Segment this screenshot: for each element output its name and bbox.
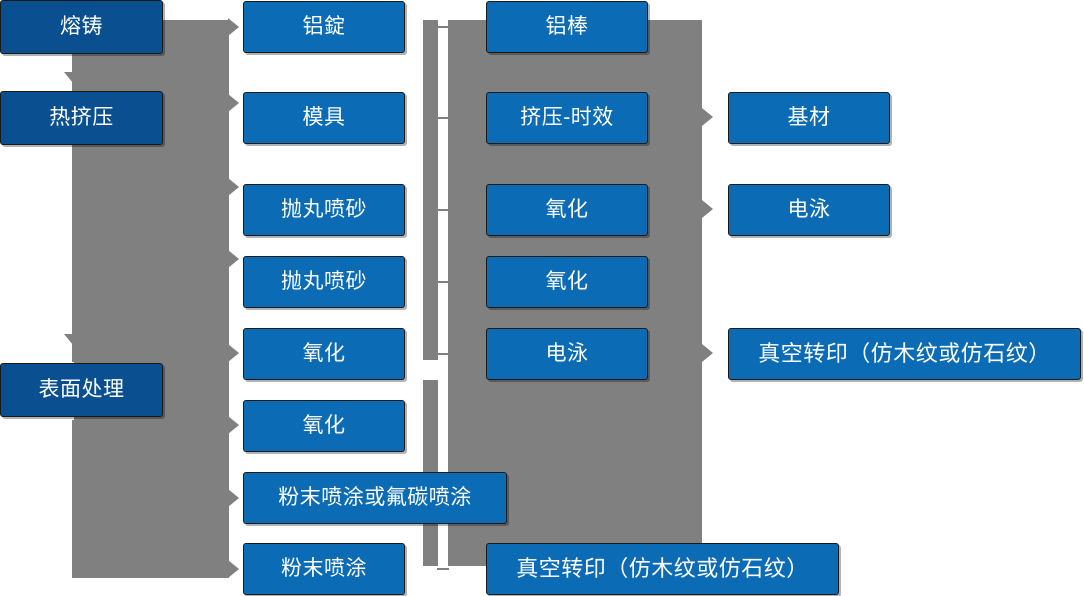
output-label-electrophoresis: 电泳 xyxy=(787,198,831,222)
stage-label-hot-extrude: 热挤压 xyxy=(49,106,114,130)
process-box-vacuum-transfer[interactable]: 真空转印（仿木纹或仿石纹） xyxy=(486,543,839,595)
input-label-powder-or-fluorocarbon: 粉末喷涂或氟碳喷涂 xyxy=(278,486,472,510)
process-box-al-bar[interactable]: 铝棒 xyxy=(486,1,648,53)
arrow-to-output-vacuum xyxy=(702,344,713,362)
arrow-to-output-base xyxy=(702,108,713,126)
arrow-to-input-6 xyxy=(228,416,239,434)
input-box-oxidation-2[interactable]: 氧化 xyxy=(243,400,405,452)
process-label-electrophoresis: 电泳 xyxy=(545,342,589,366)
output-box-electrophoresis[interactable]: 电泳 xyxy=(728,184,890,236)
input-box-powder-or-fluorocarbon[interactable]: 粉末喷涂或氟碳喷涂 xyxy=(243,472,507,524)
process-box-electrophoresis[interactable]: 电泳 xyxy=(486,328,648,380)
input-box-mold[interactable]: 模具 xyxy=(243,92,405,144)
output-label-vacuum-transfer: 真空转印（仿木纹或仿石纹） xyxy=(758,340,1051,366)
input-process-link-5 xyxy=(437,353,449,355)
input-label-shot-blast-1: 抛丸喷砂 xyxy=(281,198,367,222)
process-label-oxidation-1: 氧化 xyxy=(545,198,589,222)
stage-box-surface-treatment[interactable]: 表面处理 xyxy=(0,363,163,417)
arrow-to-input-5 xyxy=(228,344,239,362)
input-label-powder-coating: 粉末喷涂 xyxy=(281,557,367,581)
stage-label-melt-cast: 熔铸 xyxy=(60,15,103,39)
arrow-stage-melt-to-extrude xyxy=(64,72,82,83)
process-box-oxidation-1[interactable]: 氧化 xyxy=(486,184,648,236)
input-label-mold: 模具 xyxy=(302,106,346,130)
stage-box-melt-cast[interactable]: 熔铸 xyxy=(0,0,163,54)
input-box-al-ingot[interactable]: 铝錠 xyxy=(243,1,405,53)
input-process-link-3 xyxy=(437,209,449,211)
arrow-stage-extrude-to-surface xyxy=(64,334,82,345)
arrow-to-input-3 xyxy=(228,178,239,196)
input-label-shot-blast-2: 抛丸喷砂 xyxy=(281,270,367,294)
arrow-to-input-8 xyxy=(228,560,239,578)
input-to-process-spine xyxy=(423,20,438,360)
input-box-shot-blast-1[interactable]: 抛丸喷砂 xyxy=(243,184,405,236)
input-process-link-1 xyxy=(437,26,449,28)
arrow-to-input-1 xyxy=(228,18,239,36)
stage-box-hot-extrude[interactable]: 热挤压 xyxy=(0,91,163,145)
input-box-powder-coating[interactable]: 粉末喷涂 xyxy=(243,543,405,595)
input-label-oxidation-2: 氧化 xyxy=(302,414,346,438)
input-label-al-ingot: 铝錠 xyxy=(302,15,346,39)
process-box-oxidation-2[interactable]: 氧化 xyxy=(486,256,648,308)
input-box-oxidation-1[interactable]: 氧化 xyxy=(243,328,405,380)
arrow-to-input-2 xyxy=(228,94,239,112)
surface-stage-stub xyxy=(163,389,177,391)
process-label-al-bar: 铝棒 xyxy=(545,15,589,39)
process-label-oxidation-2: 氧化 xyxy=(545,270,589,294)
arrow-to-input-7 xyxy=(228,489,239,507)
output-box-base-material[interactable]: 基材 xyxy=(728,92,890,144)
process-box-extrude-aging[interactable]: 挤压-时效 xyxy=(486,92,648,144)
input-process-link-6 xyxy=(437,568,449,570)
input-process-link-2 xyxy=(437,117,449,119)
output-box-vacuum-transfer[interactable]: 真空转印（仿木纹或仿石纹） xyxy=(728,328,1081,380)
input-box-shot-blast-2[interactable]: 抛丸喷砂 xyxy=(243,256,405,308)
process-label-extrude-aging: 挤压-时效 xyxy=(520,106,614,130)
input-label-oxidation-1: 氧化 xyxy=(302,342,346,366)
process-label-vacuum-transfer: 真空转印（仿木纹或仿石纹） xyxy=(516,555,809,581)
arrow-to-input-4 xyxy=(228,250,239,268)
input-process-link-4 xyxy=(437,281,449,283)
output-label-base-material: 基材 xyxy=(787,106,831,130)
arrow-to-output-electrophoresis xyxy=(702,200,713,218)
stage-label-surface-treatment: 表面处理 xyxy=(38,378,125,402)
